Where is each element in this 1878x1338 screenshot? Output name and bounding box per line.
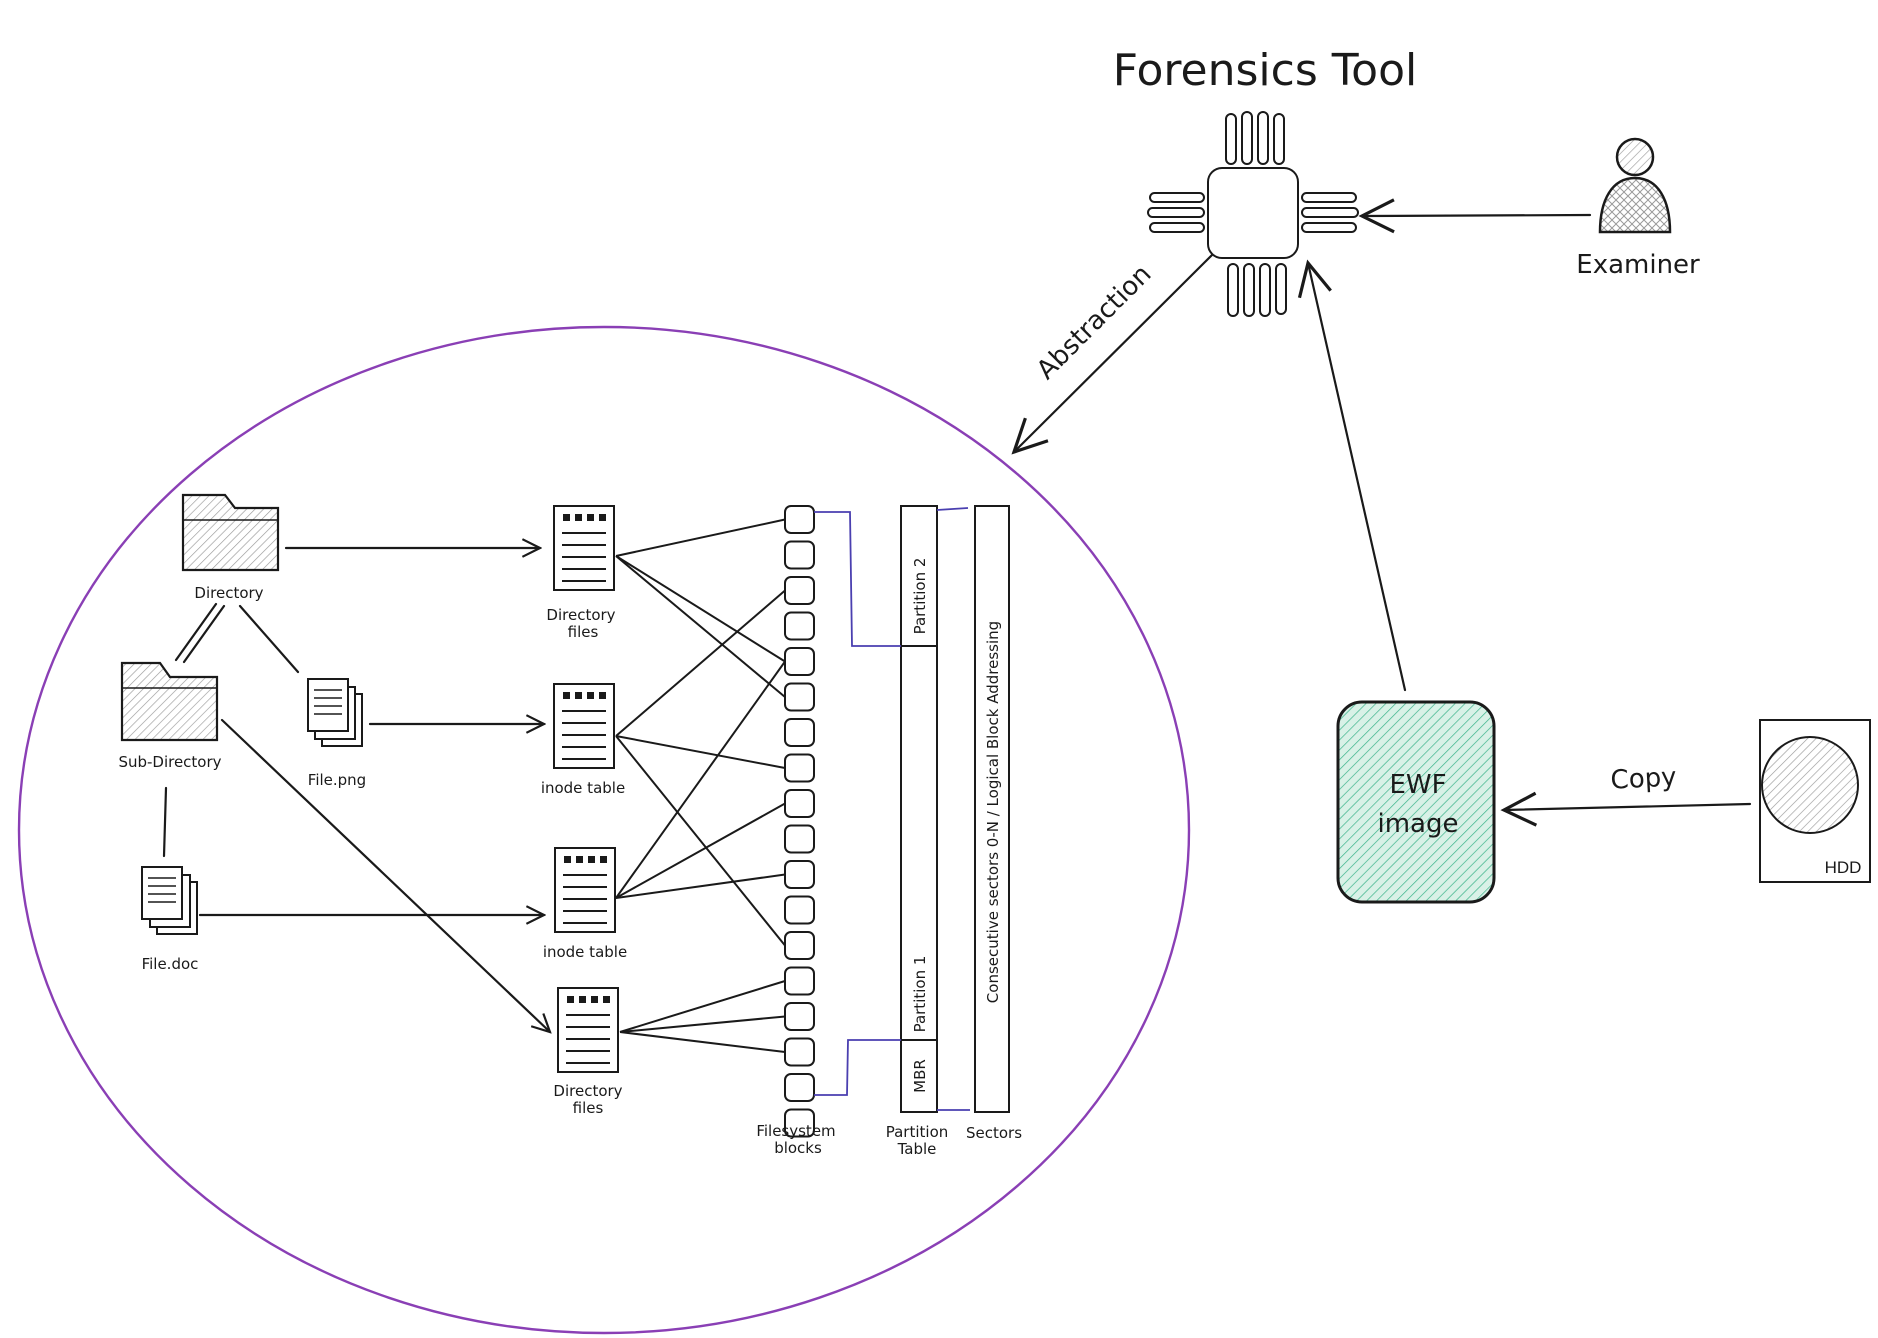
partition-1-label: Partition 1 [911,956,929,1033]
sectors-caption: Consecutive sectors 0-N / Logical Block … [984,621,1002,1003]
abstraction-label: Abstraction [1031,259,1157,385]
filesystem-block [784,931,815,960]
filesystem-block [784,682,815,712]
cpu-chip-icon [1147,111,1359,317]
inode-table-2-label: inode table [543,943,627,961]
table-block-link [615,555,786,698]
file-doc-icon [141,866,198,935]
table-block-link [619,1031,786,1053]
filesystem-block [784,505,815,534]
directory-files-2-label-line2: files [573,1099,604,1117]
filesystem-block [784,753,815,783]
filesystem-scope-ellipse [17,325,1191,1335]
table-block-link [615,735,786,769]
directory-files-2-label-line1: Directory [553,1082,622,1100]
filesystem-block [784,860,815,889]
table-block-link [615,802,786,899]
file-to-table-arrows [198,548,550,1032]
ewf-image-box [1336,700,1496,904]
table-block-link [615,589,786,737]
mbr-label: MBR [911,1059,929,1093]
table-block-link [615,660,786,899]
partition-table-label-line1: Partition [886,1123,949,1141]
table-block-link [615,555,786,663]
ewf-label-line2: image [1378,809,1459,839]
inode-table-1-label: inode table [541,779,625,797]
ewf-to-tool-arrow [1297,259,1407,692]
table-to-block-links [615,518,786,1053]
filesystem-blocks-label-line1: Filesystem [756,1122,835,1140]
partition-2-label: Partition 2 [911,558,929,635]
hdd-label: HDD [1825,858,1862,877]
inode-table-2-icon [554,847,616,933]
directory-files-1-label-line1: Directory [546,606,615,624]
directory-files-1-label-line2: files [568,623,599,641]
filesystem-block [784,1002,815,1031]
hdd-icon [1759,719,1871,883]
inode-table-1-icon [553,683,615,769]
filesystem-blocks-column [784,505,815,1138]
directory-folder-icon [181,493,280,572]
filesystem-block [784,611,815,641]
tree-edges [162,602,300,858]
partition-links [814,507,970,1111]
partition-table-column [900,505,938,1113]
sectors-column [974,505,1010,1113]
sub-directory-label: Sub-Directory [118,753,221,771]
table-block-link [615,735,786,947]
filesystem-block [784,576,815,605]
filesystem-block [784,824,815,854]
filesystem-block [784,789,815,818]
file-doc-label: File.doc [142,955,199,973]
ewf-label-line1: EWF [1389,770,1446,800]
filesystem-block [784,718,815,747]
filesystem-block [784,540,815,570]
examiner-to-tool-arrow [1358,198,1592,234]
filesystem-block [784,1073,815,1102]
filesystem-blocks-label-line2: blocks [774,1139,822,1157]
examiner-label: Examiner [1576,250,1700,280]
filesystem-block [784,1037,815,1067]
directory-files-1-icon [553,505,615,591]
file-png-label: File.png [308,771,366,789]
sectors-label: Sectors [966,1124,1022,1142]
copy-label: Copy [1610,762,1677,795]
filesystem-block [784,895,815,925]
file-png-icon [307,678,363,747]
table-block-link [619,1015,786,1033]
filesystem-block [784,966,815,996]
copy-arrow [1500,791,1752,827]
partition-table-label-line2: Table [897,1140,937,1158]
examiner-icon [1598,137,1672,234]
sub-directory-folder-icon [120,661,219,742]
table-block-link [619,980,786,1033]
filesystem-block [784,1108,815,1138]
table-block-link [615,518,786,557]
filesystem-block [784,647,815,676]
abstraction-arrow [1011,253,1214,455]
directory-files-2-icon [557,987,619,1073]
table-block-link [615,873,786,899]
diagram-title: Forensics Tool [1113,45,1417,96]
directory-label: Directory [194,584,263,602]
